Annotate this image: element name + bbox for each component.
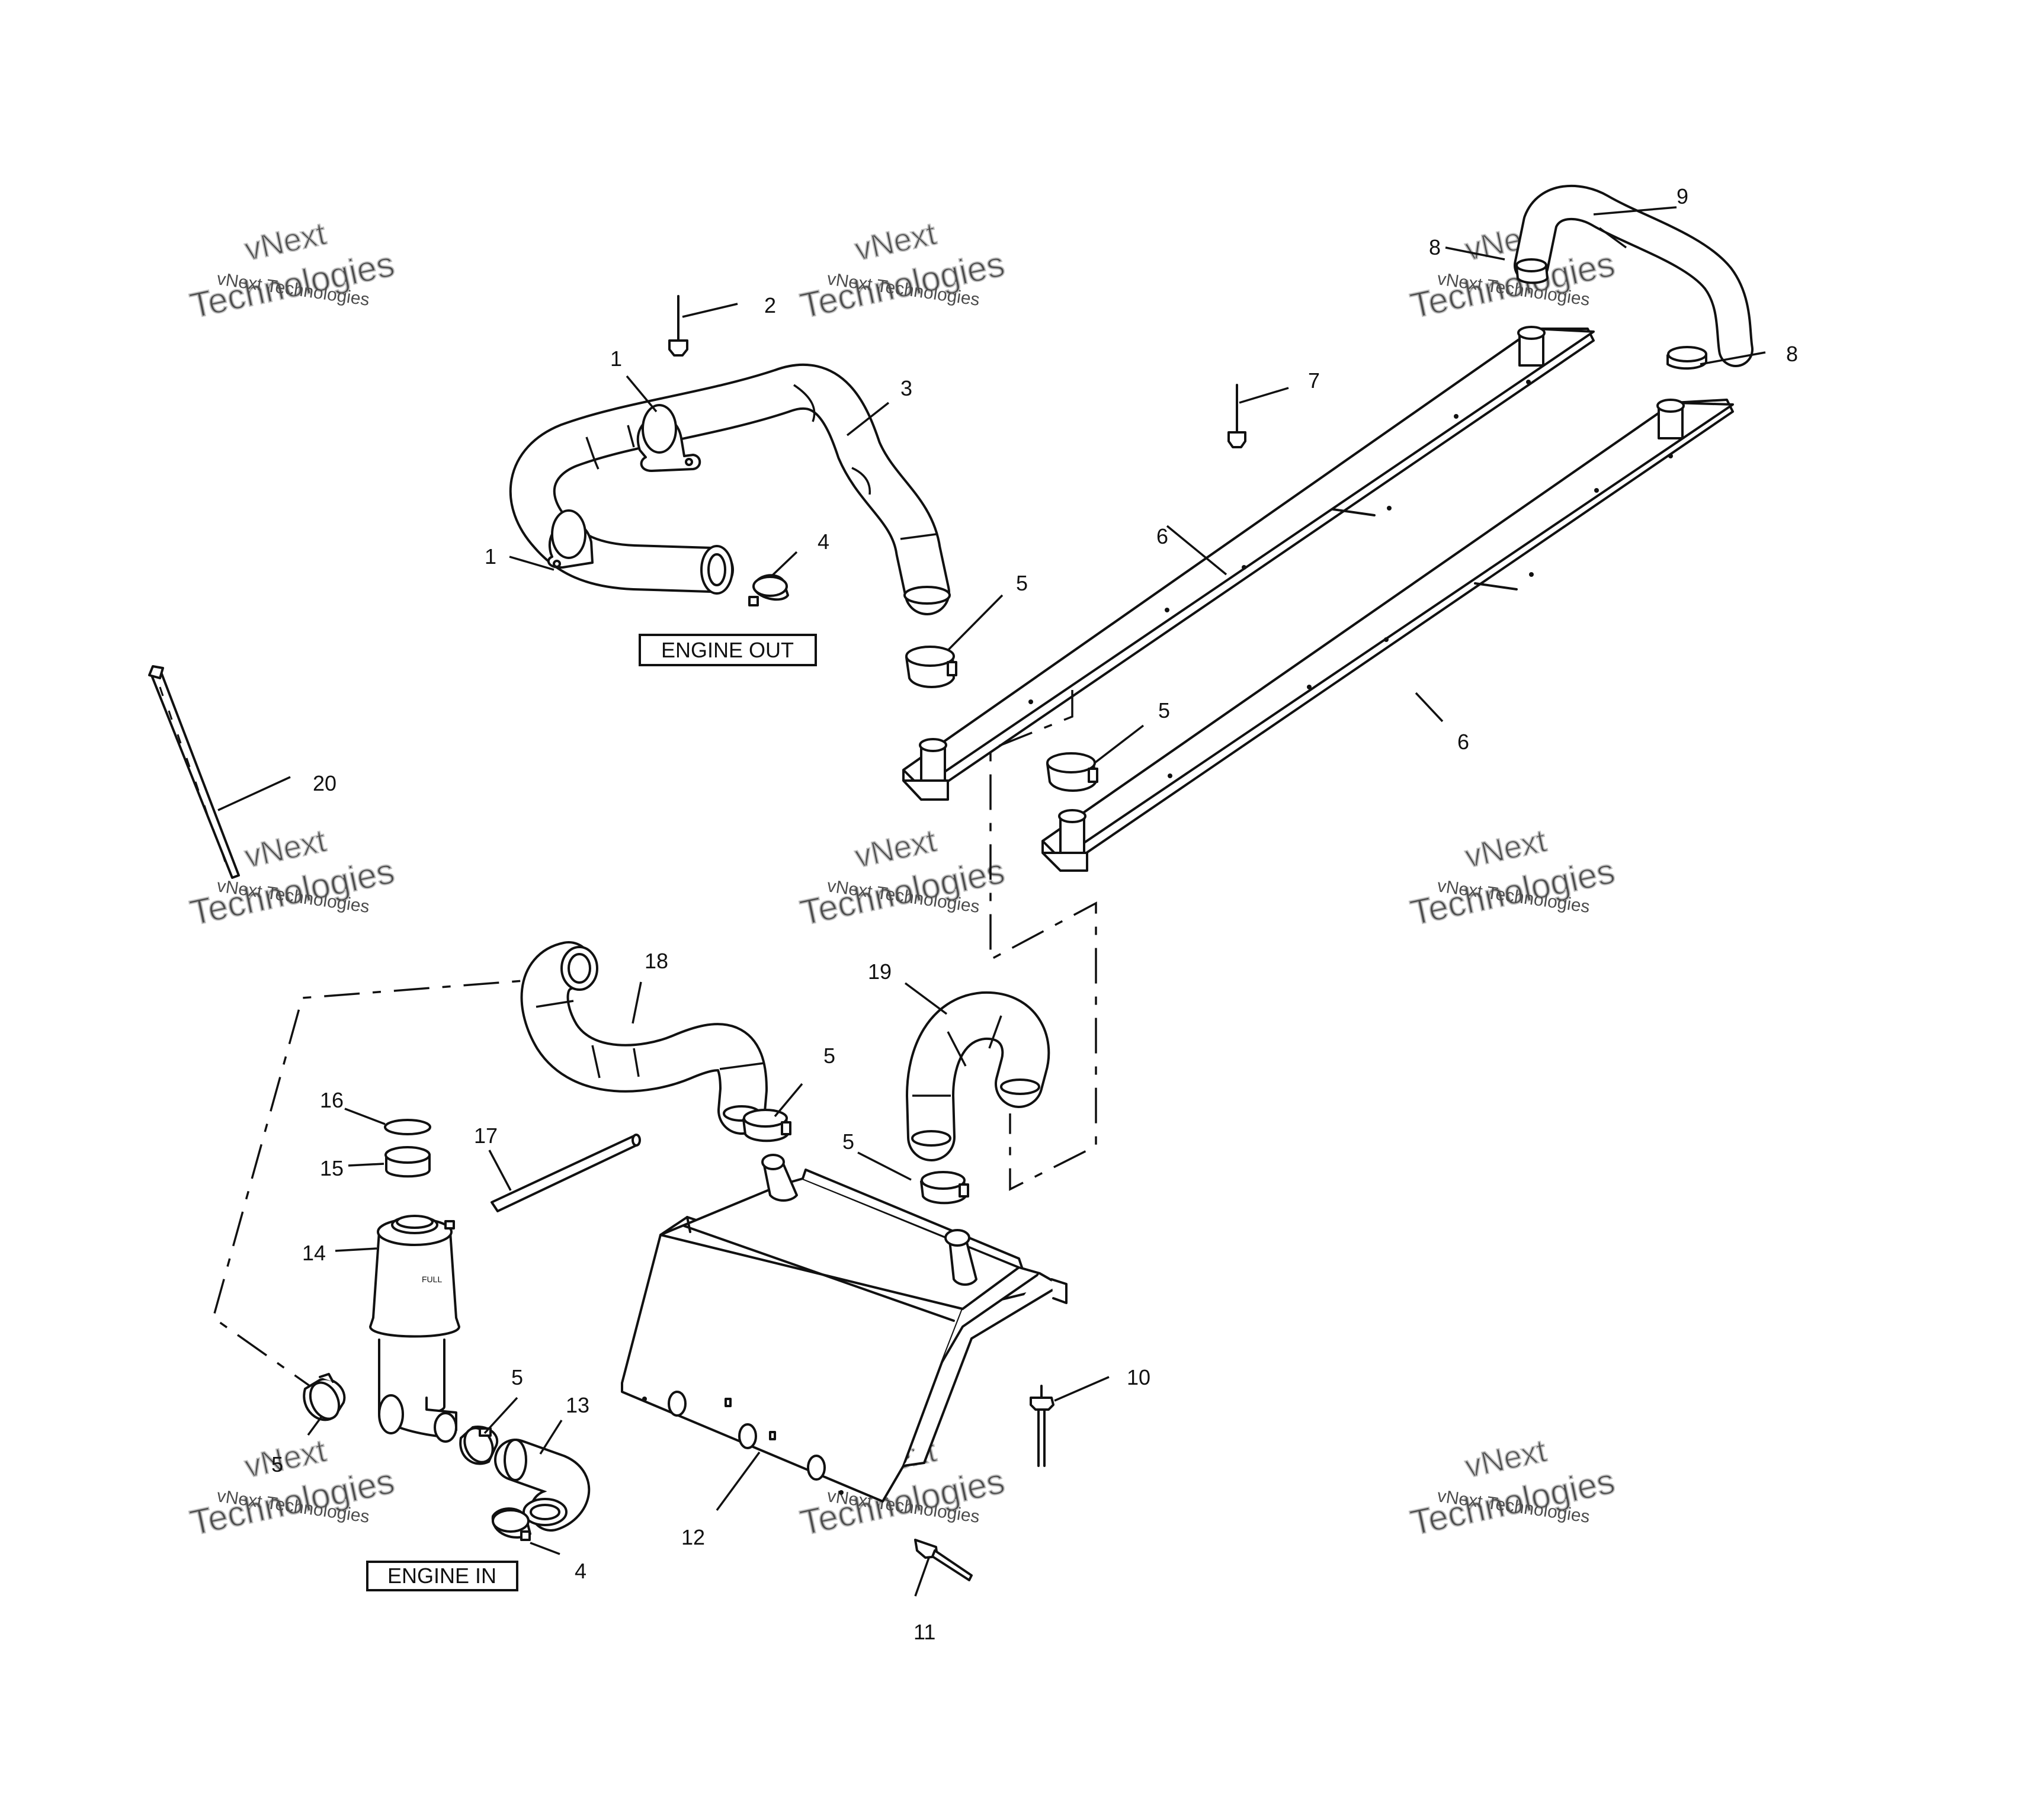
hose-clamp-8-upper[interactable] xyxy=(1515,258,1549,284)
callout-13: 13 xyxy=(566,1393,589,1417)
callout-4: 4 xyxy=(575,1559,586,1583)
callout-16: 16 xyxy=(320,1088,344,1112)
engine-out-hose[interactable] xyxy=(509,364,951,615)
callout-10: 10 xyxy=(1127,1365,1150,1389)
engine-out-label: ENGINE OUT xyxy=(639,634,817,666)
hose-clamp-5-tank-right[interactable] xyxy=(920,1171,969,1205)
hose-clamp-bracket-upper[interactable] xyxy=(636,404,701,472)
cap-gasket[interactable] xyxy=(384,1119,431,1135)
callout-19: 19 xyxy=(868,959,892,984)
rivet[interactable] xyxy=(668,295,688,357)
assembly-dashed-lines xyxy=(211,690,1097,1390)
callout-20: 20 xyxy=(313,771,336,795)
callout-11: 11 xyxy=(913,1620,935,1644)
hose-18[interactable] xyxy=(520,941,768,1135)
heat-exchanger-lower[interactable] xyxy=(1041,399,1734,872)
coolant-reservoir[interactable]: FULL xyxy=(369,1215,460,1443)
hold-down-strap[interactable] xyxy=(148,665,240,879)
rivet-7[interactable] xyxy=(1227,384,1246,448)
hose-clamp-5-reservoir[interactable] xyxy=(303,1373,346,1423)
hose-19[interactable] xyxy=(906,991,1050,1161)
callout-leaders xyxy=(217,206,1766,1597)
svg-text:ENGINE OUT: ENGINE OUT xyxy=(661,638,794,662)
callout-5: 5 xyxy=(842,1129,854,1154)
hose-clamp-bracket-lower[interactable] xyxy=(547,509,594,569)
crossover-hose[interactable] xyxy=(1514,184,1754,367)
callout-8: 8 xyxy=(1786,342,1798,366)
callout-3: 3 xyxy=(900,376,912,400)
hose-clamp-5-tank-left[interactable] xyxy=(742,1109,791,1142)
hose-clamp-5-upper[interactable] xyxy=(905,646,957,688)
vent-tube[interactable] xyxy=(491,1134,641,1212)
callout-1: 1 xyxy=(610,346,622,371)
callout-15: 15 xyxy=(320,1156,344,1180)
hose-clamp-5-outlet[interactable] xyxy=(459,1424,499,1467)
callout-4: 4 xyxy=(818,529,829,554)
callout-6: 6 xyxy=(1156,524,1168,548)
svg-text:ENGINE IN: ENGINE IN xyxy=(387,1564,496,1588)
small-hose-clamp-lower[interactable] xyxy=(491,1507,531,1541)
callout-5: 5 xyxy=(823,1044,835,1068)
callout-17: 17 xyxy=(474,1124,498,1148)
callout-14: 14 xyxy=(302,1241,326,1265)
callout-2: 2 xyxy=(764,293,776,317)
svg-text:FULL: FULL xyxy=(422,1275,442,1284)
elbow-hose-13[interactable] xyxy=(494,1439,591,1532)
callout-numbers: 1 1 2 3 4 4 5 5 5 5 5 5 6 6 7 8 8 9 10 1… xyxy=(271,184,1798,1644)
hose-clamp-8-lower[interactable] xyxy=(1666,346,1707,370)
callout-7: 7 xyxy=(1308,368,1320,393)
callout-5: 5 xyxy=(1016,571,1028,595)
callout-6: 6 xyxy=(1457,730,1469,754)
hose-clamp-5-middle[interactable] xyxy=(1046,752,1098,792)
small-hose-clamp[interactable] xyxy=(748,574,789,606)
callout-1: 1 xyxy=(485,544,496,569)
coolant-tank[interactable] xyxy=(621,1154,1068,1503)
bolt-10[interactable] xyxy=(1030,1385,1054,1467)
heat-exchanger-upper[interactable] xyxy=(902,326,1595,801)
callout-18: 18 xyxy=(645,949,668,973)
callout-12: 12 xyxy=(681,1525,705,1549)
callout-5: 5 xyxy=(271,1452,283,1476)
callout-5: 5 xyxy=(511,1365,523,1389)
temperature-sensor[interactable] xyxy=(914,1539,973,1581)
callout-9: 9 xyxy=(1677,184,1688,208)
reservoir-cap[interactable] xyxy=(384,1146,431,1178)
callout-5: 5 xyxy=(1158,698,1170,723)
callout-8: 8 xyxy=(1429,235,1441,259)
engine-in-label: ENGINE IN xyxy=(366,1561,518,1591)
